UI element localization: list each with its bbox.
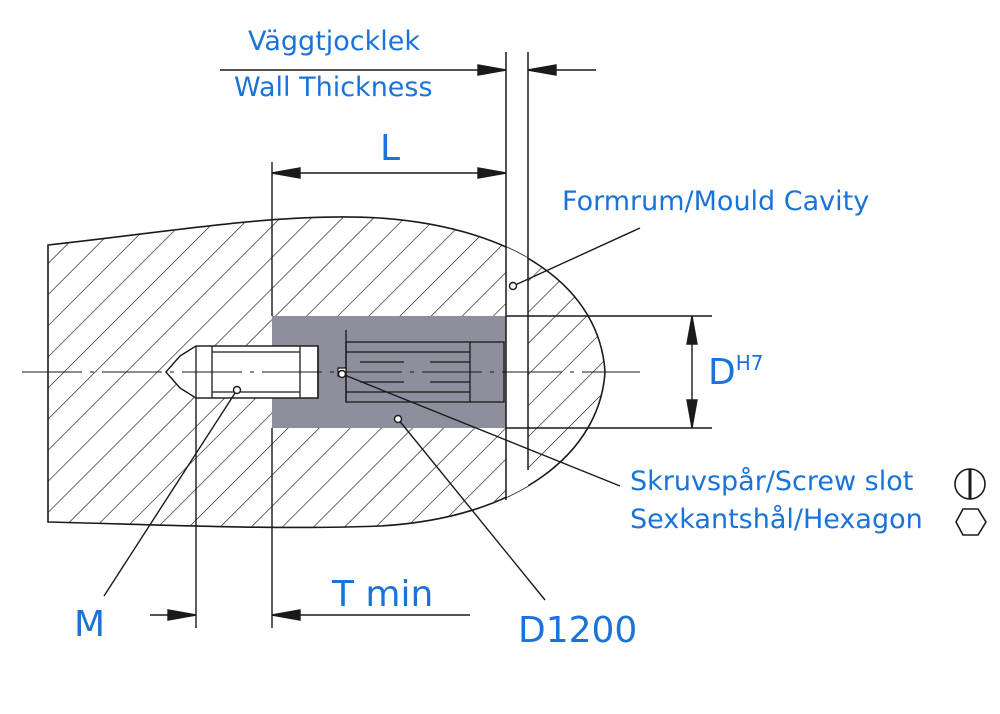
diameter-label: DH7 <box>708 351 764 393</box>
length-label: L <box>380 128 401 169</box>
wall-thickness-lines <box>505 52 529 500</box>
screw-slot-label: Skruvspår/Screw slot <box>630 466 914 497</box>
screw-slot-icon <box>954 468 986 500</box>
tmin-dimension <box>150 398 470 628</box>
hexagon-label: Sexkantshål/Hexagon <box>630 504 923 535</box>
thread-label: M <box>74 604 106 645</box>
t-min-label: T min <box>332 574 434 615</box>
mould-cavity-label: Formrum/Mould Cavity <box>562 186 870 217</box>
d-dimension <box>506 315 712 429</box>
wall-thickness-label-en: Wall Thickness <box>234 72 433 103</box>
wall-thickness-dimension <box>220 64 596 76</box>
l-dimension <box>271 162 507 316</box>
wall-gap <box>506 216 528 528</box>
hexagon-icon <box>955 508 987 536</box>
leader-lines <box>103 227 641 601</box>
wall-thickness-label-sv: Väggtjocklek <box>248 26 421 57</box>
d1200-label: D1200 <box>518 610 638 651</box>
